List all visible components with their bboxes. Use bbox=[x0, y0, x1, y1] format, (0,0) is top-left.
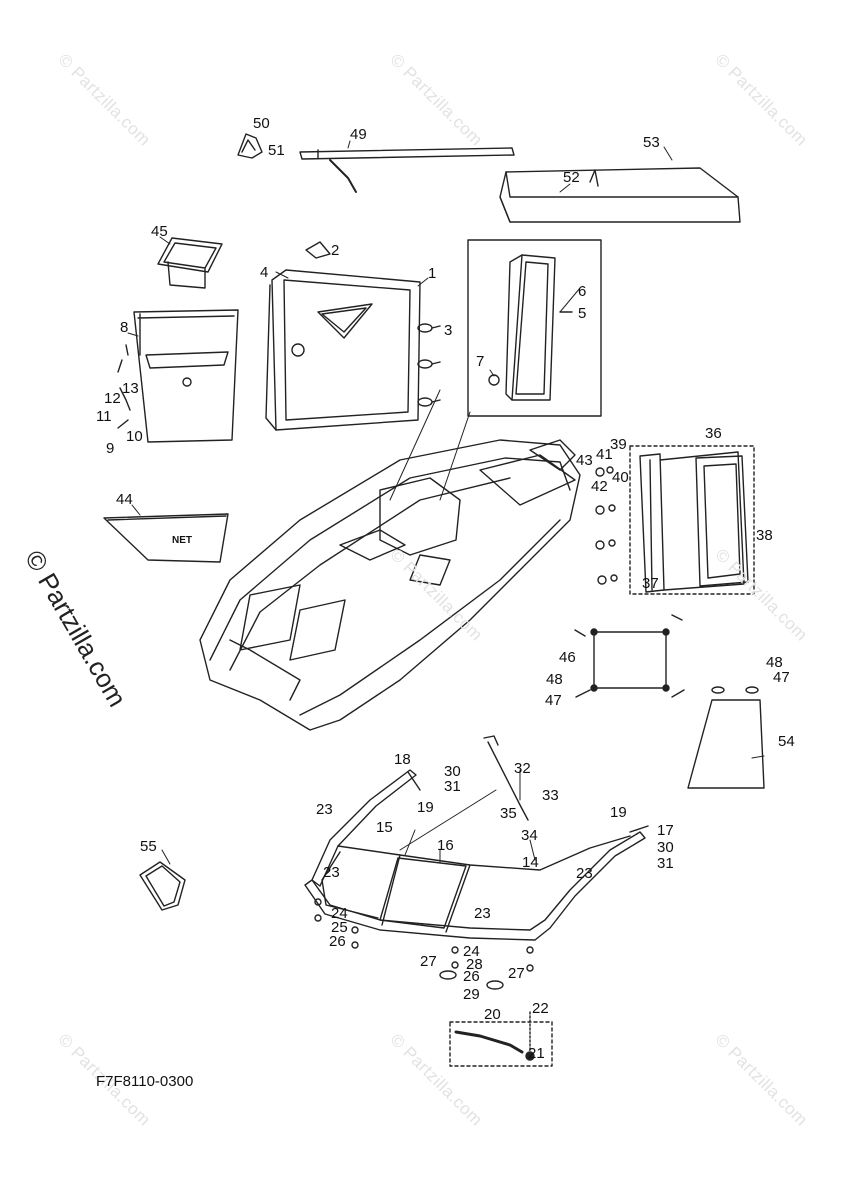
callout-label: 35 bbox=[500, 805, 517, 822]
callout-label: 46 bbox=[559, 649, 576, 666]
callout-label: 6 bbox=[578, 283, 587, 300]
callout-label: 48 bbox=[546, 671, 563, 688]
callout-label: 48 bbox=[766, 654, 783, 671]
step-board-part-52 bbox=[499, 167, 741, 223]
callout-label: 1 bbox=[428, 265, 437, 282]
leader-lines bbox=[127, 140, 765, 865]
callout-label: 23 bbox=[316, 801, 333, 818]
callout-label: 30 bbox=[444, 763, 461, 780]
callout-label: 13 bbox=[122, 380, 139, 397]
callout-label: 52 bbox=[563, 169, 580, 186]
callout-label: 28 bbox=[466, 956, 483, 973]
callout-label: 12 bbox=[104, 390, 121, 407]
callout-label: 40 bbox=[612, 469, 629, 486]
callout-label: 26 bbox=[463, 968, 480, 985]
callout-label: 47 bbox=[773, 669, 790, 686]
callout-label: 23 bbox=[474, 905, 491, 922]
door-inset-box bbox=[467, 239, 602, 417]
callout-label: 22 bbox=[532, 1000, 549, 1017]
callout-label: 37 bbox=[642, 575, 659, 592]
clip-part-50 bbox=[237, 133, 263, 159]
hinge-part-2 bbox=[305, 241, 331, 259]
callout-label: 45 bbox=[151, 223, 168, 240]
callout-label: 21 bbox=[528, 1045, 545, 1062]
callout-label: 34 bbox=[521, 827, 538, 844]
callout-label: 19 bbox=[610, 804, 627, 821]
callout-label: 10 bbox=[126, 428, 143, 445]
callout-label: 44 bbox=[116, 491, 133, 508]
callout-label: 33 bbox=[542, 787, 559, 804]
mirror-part-55 bbox=[139, 861, 186, 911]
bolts-part-39-43 bbox=[595, 466, 618, 585]
net-label: NET bbox=[172, 535, 192, 546]
callout-label: 30 bbox=[657, 839, 674, 856]
diagram-code: F7F8110-0300 bbox=[96, 1073, 194, 1090]
door-panel-part-1-4 bbox=[265, 269, 421, 431]
callout-label: 4 bbox=[260, 264, 269, 281]
callout-label: 53 bbox=[643, 134, 660, 151]
callout-label: 39 bbox=[610, 436, 627, 453]
callout-label: 20 bbox=[484, 1006, 501, 1023]
callout-label: 51 bbox=[268, 142, 285, 159]
latches-part-3 bbox=[417, 323, 441, 407]
windshield-hardware bbox=[314, 898, 534, 990]
callout-label: 43 bbox=[576, 452, 593, 469]
callout-label: 11 bbox=[96, 408, 112, 425]
callout-label: 2 bbox=[331, 242, 340, 259]
boat-hull bbox=[199, 439, 581, 731]
callout-label: 54 bbox=[778, 733, 795, 750]
callout-label: 27 bbox=[508, 965, 525, 982]
callout-label: 7 bbox=[476, 353, 485, 370]
callout-label: 3 bbox=[444, 322, 453, 339]
callout-label: 27 bbox=[420, 953, 437, 970]
callout-label: 32 bbox=[514, 760, 531, 777]
callout-label: 36 bbox=[705, 425, 722, 442]
window-frame-part-36 bbox=[629, 445, 755, 595]
callout-label: 18 bbox=[394, 751, 411, 768]
callout-label: 29 bbox=[463, 986, 480, 1003]
callout-label: 50 bbox=[253, 115, 270, 132]
callout-label: 25 bbox=[331, 919, 348, 936]
windshield-assembly bbox=[304, 735, 649, 941]
callout-label: 23 bbox=[576, 865, 593, 882]
callout-label: 31 bbox=[657, 855, 674, 872]
storage-box-part-8 bbox=[133, 309, 239, 443]
callout-label: 26 bbox=[329, 933, 346, 950]
cover-part-54 bbox=[687, 686, 765, 789]
seal-inset-part-20 bbox=[449, 1011, 553, 1067]
callout-label: 23 bbox=[323, 864, 340, 881]
panel-part-46 bbox=[574, 614, 685, 698]
pole-part-49 bbox=[299, 147, 515, 193]
callout-label: 24 bbox=[331, 905, 348, 922]
callout-label: 16 bbox=[437, 837, 454, 854]
callout-label: 8 bbox=[120, 319, 129, 336]
callout-label: 38 bbox=[756, 527, 773, 544]
callout-label: 49 bbox=[350, 126, 367, 143]
callout-label: 55 bbox=[140, 838, 157, 855]
callout-label: 41 bbox=[596, 446, 613, 463]
callout-label: 14 bbox=[522, 854, 539, 871]
callout-label: 47 bbox=[545, 692, 562, 709]
net-part-44 bbox=[103, 513, 229, 563]
callout-label: 9 bbox=[106, 440, 115, 457]
callout-label: 15 bbox=[376, 819, 393, 836]
callout-label: 17 bbox=[657, 822, 674, 839]
callout-label: 31 bbox=[444, 778, 461, 795]
cup-holder-part-45 bbox=[157, 237, 223, 289]
hardware-parts-9-13 bbox=[117, 344, 131, 429]
callout-label: 24 bbox=[463, 943, 480, 960]
callout-label: 19 bbox=[417, 799, 434, 816]
callout-label: 5 bbox=[578, 305, 587, 322]
callout-label: 42 bbox=[591, 478, 608, 495]
